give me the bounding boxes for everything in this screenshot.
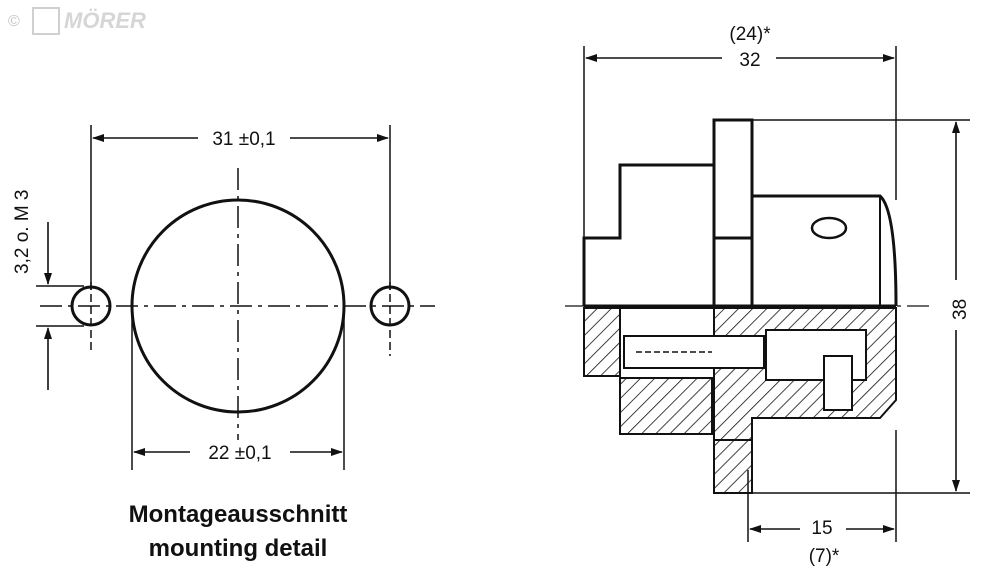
connector-body [582, 118, 898, 494]
front-shell-top [752, 194, 898, 307]
mounting-detail-drawing: 31 ±0,1 22 ±0,1 3,2 o. M 3 Montageaussch… [12, 125, 435, 562]
brand-logo: © MÖRER [8, 7, 146, 35]
dim-label-15: 15 [811, 518, 832, 539]
cutout-circle [130, 198, 346, 414]
copyright-symbol: © [8, 13, 20, 30]
side-view-drawing: (24)* 32 38 15 (7)* [565, 24, 971, 567]
dim-label-7-alt: (7)* [809, 546, 840, 567]
caption-english: mounting detail [149, 535, 328, 562]
rear-body [582, 163, 716, 306]
logo-text: MÖRER [64, 8, 146, 33]
dim-label-24-alt: (24)* [729, 24, 771, 45]
dim-label-38: 38 [950, 299, 971, 320]
dim-label-31: 31 ±0,1 [212, 129, 275, 150]
caption-german: Montageausschnitt [129, 501, 348, 528]
dim-label-32: 32 [739, 50, 760, 71]
flange-top [712, 118, 754, 240]
latch-slot-icon [810, 216, 848, 240]
logo-mark-icon [32, 7, 60, 35]
section-rear [583, 307, 621, 377]
flange-bottom [713, 439, 753, 494]
dim-label-22: 22 ±0,1 [208, 443, 271, 464]
dim-label-hole: 3,2 o. M 3 [12, 190, 33, 275]
set-screw [823, 355, 853, 411]
section-insert [619, 377, 713, 435]
